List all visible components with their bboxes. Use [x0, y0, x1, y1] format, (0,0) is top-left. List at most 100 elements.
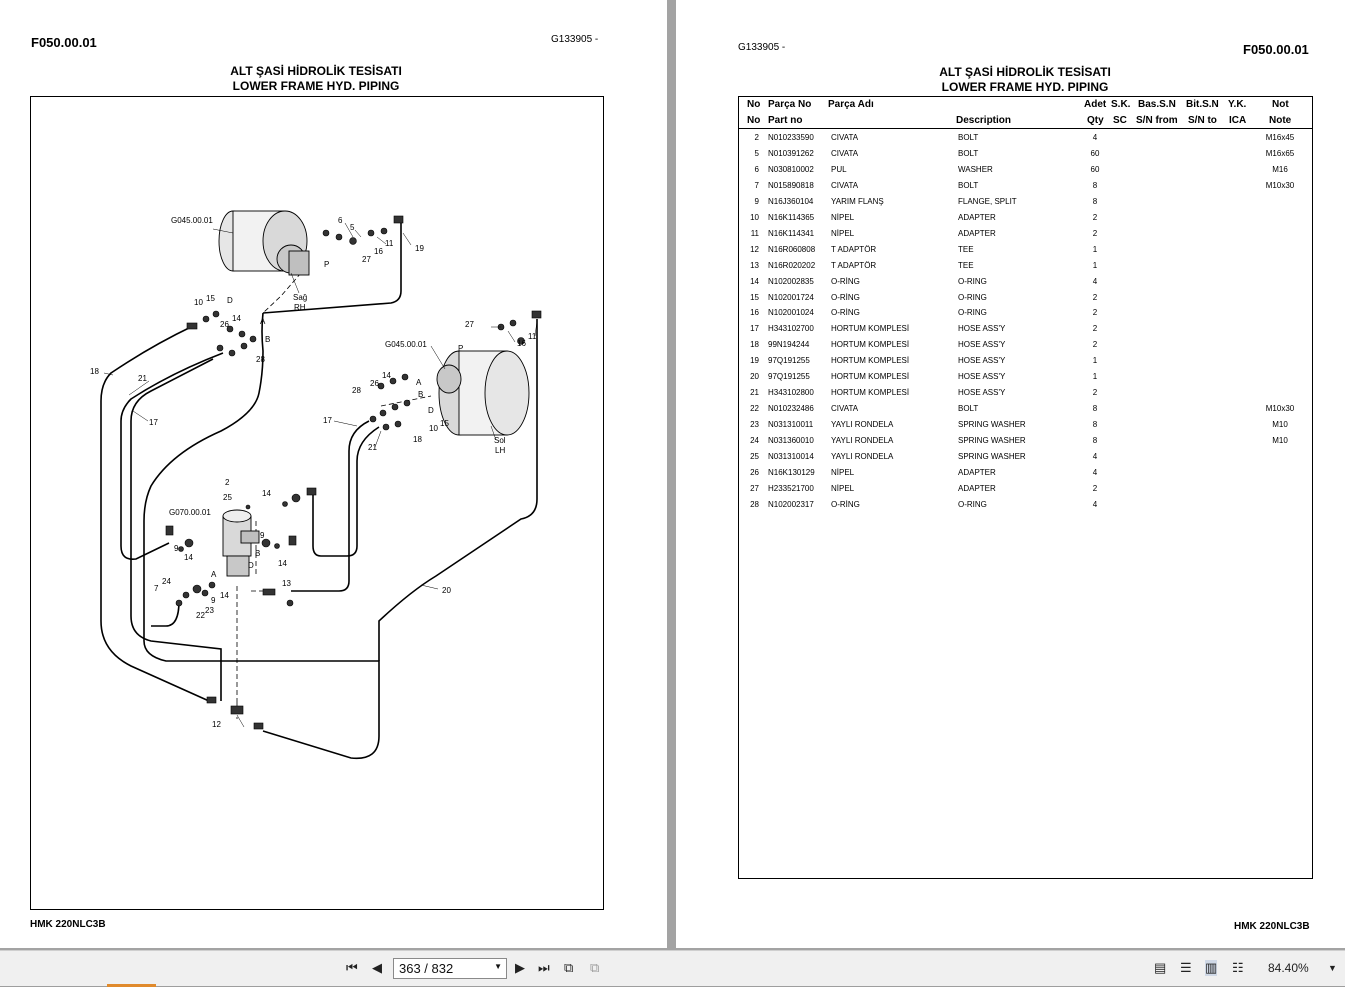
row-no: 26 [750, 467, 759, 477]
row-qty: 1 [1092, 372, 1098, 382]
piping-diagram: G045.00.01 G045.00.01 G070.00.01 Sağ RH … [90, 210, 542, 760]
label-n14b: 14 [382, 371, 391, 380]
hose-18 [100, 325, 210, 702]
row-description: ADAPTER [958, 212, 996, 222]
row-part-no: N16J360104 [768, 196, 814, 206]
page-left: F050.00.01 G133905 - ALT ŞASİ HİDROLİK T… [0, 0, 667, 948]
label-n14c: 14 [262, 489, 271, 498]
row-qty: 4 [1092, 499, 1098, 509]
row-name-tr: HORTUM KOMPLESİ [831, 324, 910, 334]
row-note: M16 [1272, 164, 1288, 174]
port-d-rh: D [227, 296, 233, 305]
row-name-tr: YAYLI RONDELA [831, 420, 894, 430]
hose-small [151, 600, 180, 627]
row-name-tr: HORTUM KOMPLESİ [831, 340, 910, 350]
zoom-level[interactable]: 84.40% [1268, 961, 1309, 975]
row-description: ADAPTER [958, 467, 996, 477]
port-a-lh: A [416, 378, 422, 387]
row-name-tr: CIVATA [831, 148, 859, 158]
row-name-tr: YARIM FLANŞ [831, 196, 884, 206]
header-no-tr: No [747, 99, 761, 110]
first-page-icon[interactable]: ⏮ [346, 960, 358, 975]
label-n10a: 10 [194, 298, 203, 307]
two-page-icon[interactable]: ▥ [1205, 960, 1218, 976]
rotate-icon[interactable]: ⧉ [564, 960, 574, 975]
hose-17-right [291, 420, 370, 592]
label-n13: 13 [282, 579, 291, 588]
hose-21 [120, 352, 224, 561]
header-bit-en: S/N to [1188, 115, 1217, 126]
row-qty: 8 [1092, 404, 1098, 414]
row-part-no: N031310014 [768, 452, 814, 461]
row-part-no: 97Q191255 [768, 356, 810, 366]
row-description: TEE [958, 260, 974, 270]
row-qty: 4 [1092, 467, 1098, 477]
row-qty: 2 [1092, 308, 1098, 318]
row-name-tr: O-RİNG [831, 276, 860, 286]
row-name-tr: O-RİNG [831, 499, 860, 509]
row-name-tr: NİPEL [831, 228, 855, 238]
row-qty: 4 [1092, 133, 1098, 142]
continuous-icon[interactable]: ☰ [1180, 960, 1192, 975]
label-n6: 6 [338, 216, 343, 225]
label-n17b: 17 [323, 416, 332, 425]
header-part-en: Part no [768, 115, 803, 126]
row-qty: 4 [1092, 276, 1098, 286]
last-page-icon[interactable]: ⏭ [538, 960, 550, 975]
row-part-no: H343102700 [768, 324, 814, 334]
row-qty: 2 [1092, 228, 1098, 238]
row-part-no: H233521700 [768, 483, 814, 493]
row-part-no: H343102800 [768, 388, 814, 398]
next-page-icon[interactable]: ▶ [515, 960, 525, 975]
row-description: O-RING [958, 276, 987, 286]
row-note: M10x30 [1265, 404, 1295, 414]
copy-icon[interactable]: ⧉ [590, 960, 600, 975]
row-part-no: N16K114365 [768, 212, 815, 222]
row-no: 27 [750, 483, 759, 493]
row-part-no: N030810002 [768, 164, 814, 174]
port-a-rh: A [260, 317, 266, 326]
model-code: HMK 220NLC3B [30, 919, 106, 930]
row-qty: 8 [1092, 436, 1098, 446]
row-qty: 60 [1090, 148, 1100, 158]
row-description: SPRING WASHER [958, 420, 1026, 430]
row-description: SPRING WASHER [958, 436, 1026, 446]
two-page-scroll-icon[interactable]: ☷ [1232, 960, 1244, 975]
row-name-tr: NİPEL [831, 212, 855, 222]
single-page-icon[interactable]: ▤ [1154, 960, 1167, 975]
zoom-chevron-icon[interactable]: ▼ [1328, 963, 1337, 973]
label-n9c: 9 [211, 596, 216, 605]
row-description: FLANGE, SPLIT [958, 196, 1017, 206]
row-no: 14 [750, 276, 759, 286]
row-qty: 1 [1092, 244, 1098, 254]
port-b-lh: B [418, 390, 423, 399]
prev-page-icon[interactable]: ◀ [372, 960, 382, 975]
label-n16a: 16 [374, 247, 383, 256]
row-no: 6 [754, 164, 759, 174]
page-number-input[interactable]: 363 / 832 ▼ [393, 958, 507, 979]
label-g045-top: G045.00.01 [171, 216, 213, 225]
row-name-tr: HORTUM KOMPLESİ [831, 372, 910, 382]
label-lh: LH [495, 446, 505, 455]
hose-21-right [312, 426, 380, 557]
label-n9b: 9 [260, 531, 265, 540]
row-no: 11 [750, 228, 759, 238]
chevron-down-icon[interactable]: ▼ [494, 962, 502, 971]
port-a-sw: A [211, 570, 217, 579]
row-description: BOLT [958, 148, 979, 158]
row-part-no: N031310011 [768, 420, 814, 430]
header-qty-en: Qty [1087, 115, 1104, 126]
row-description: O-RING [958, 499, 987, 509]
row-qty: 8 [1092, 196, 1098, 206]
